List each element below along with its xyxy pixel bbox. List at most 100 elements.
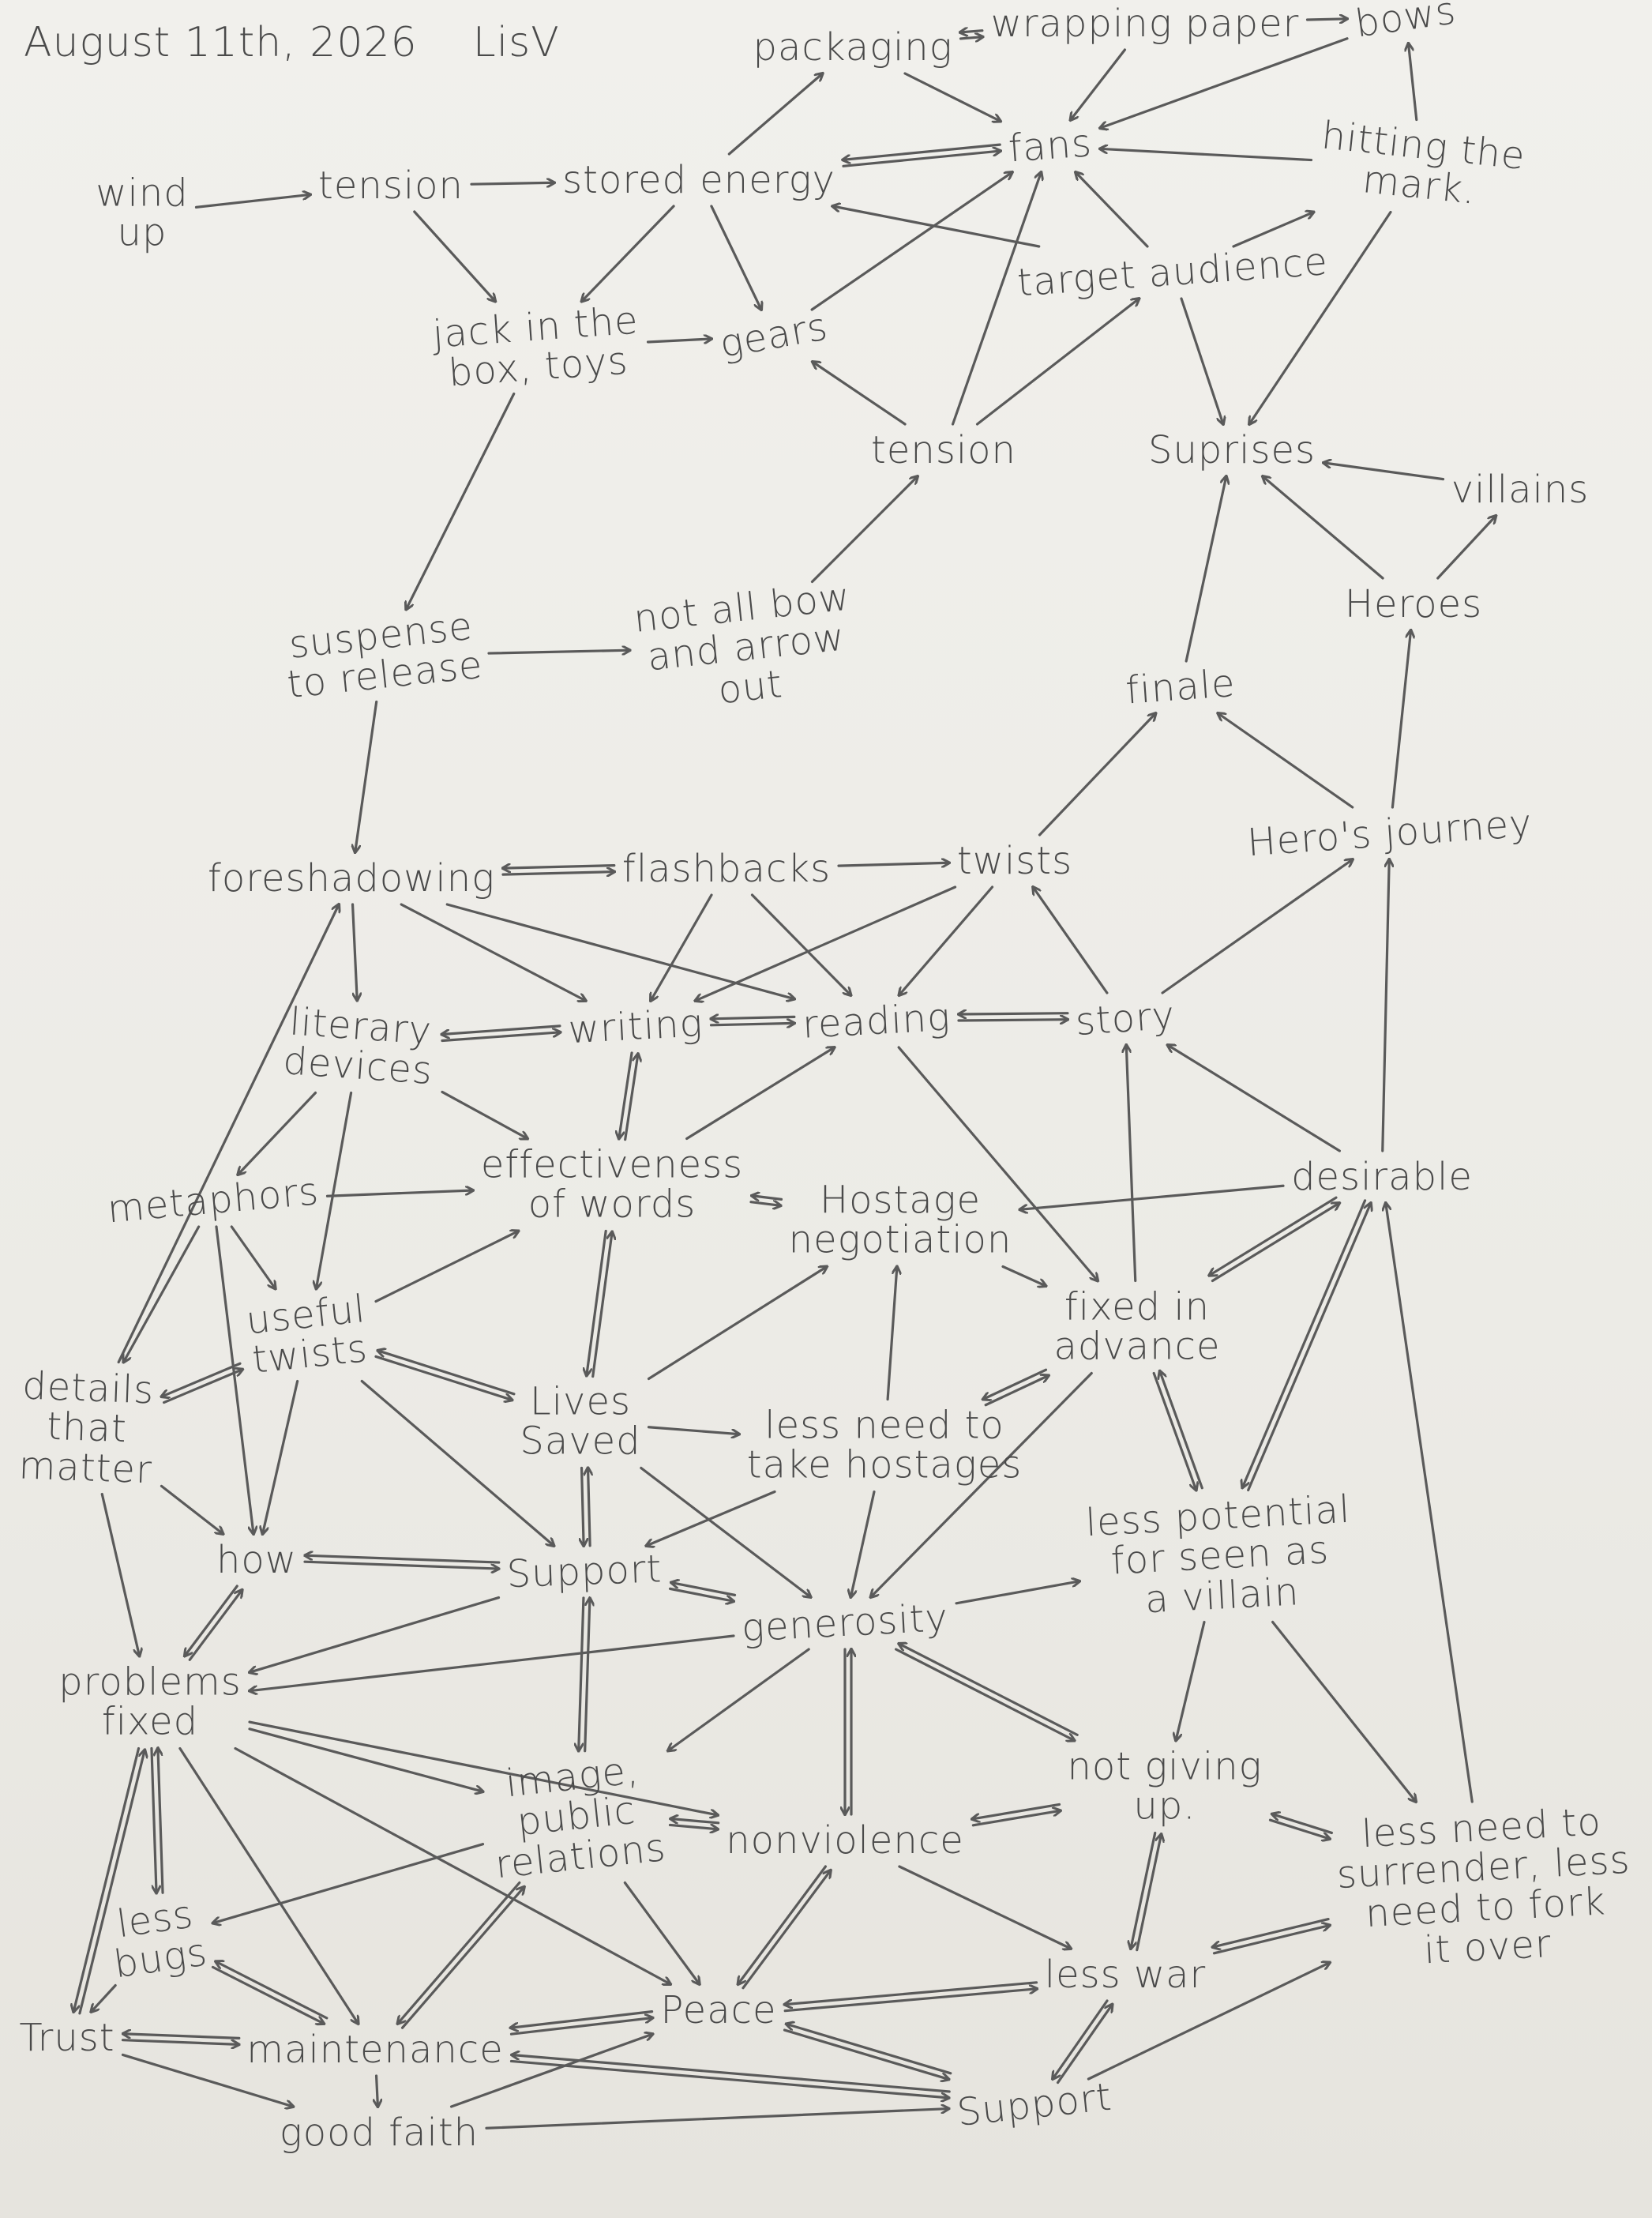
arrow-heros-journey-to-finale <box>1218 713 1354 809</box>
arrow-not-giving-up-to-less-surrender <box>1268 1818 1331 1839</box>
arrow-not-giving-up-to-generosity <box>899 1644 1079 1736</box>
arrow-effectiveness-to-lives-saved <box>587 1229 607 1376</box>
arrow-less-hostages-to-generosity <box>850 1490 876 1598</box>
arrow-support-bottom-to-peace <box>787 2024 952 2075</box>
arrow-good-faith-to-support-bottom <box>485 2109 949 2130</box>
arrow-useful-twists-to-details <box>162 1362 242 1397</box>
node-suprises: Suprises <box>1148 430 1316 470</box>
arrow-nonviolence-to-less-war <box>898 1865 1071 1949</box>
node-text-line: less war <box>1044 1952 1207 1997</box>
arrow-literary-devices-to-writing <box>441 1032 561 1043</box>
arrow-less-bugs-to-trust <box>91 1983 117 2013</box>
arrow-desirable-to-less-potential <box>1242 1199 1367 1488</box>
arrow-effectiveness-to-hostage-negotiation <box>749 1202 781 1206</box>
node-text-line: villains <box>1451 467 1590 512</box>
arrow-heroes-to-suprises <box>1263 476 1384 580</box>
node-text-line: maintenance <box>246 2027 504 2072</box>
arrow-less-surrender-to-less-war <box>1213 1918 1330 1947</box>
arrow-fixed-in-advance-to-less-hostages <box>983 1368 1048 1399</box>
arrow-details-to-how <box>160 1484 223 1534</box>
node-villains: villains <box>1451 467 1590 512</box>
arrow-lives-saved-to-useful-twists <box>377 1351 516 1396</box>
arrow-desirable-to-fixed-in-advance <box>1209 1196 1338 1276</box>
arrow-fixed-in-advance-to-desirable <box>1211 1203 1339 1283</box>
node-text-line: up <box>117 211 167 255</box>
arrow-packaging-to-wrapping-paper <box>959 37 983 39</box>
node-text-line: fans <box>1007 121 1094 171</box>
node-text-line: fixed <box>101 1700 199 1744</box>
arrow-hostage-negotiation-to-effectiveness <box>752 1196 783 1200</box>
node-text-line: Saved <box>520 1419 641 1464</box>
arrow-bow-arrow-to-tension-mid <box>810 476 918 584</box>
arrow-lives-saved-to-support-mid <box>582 1466 584 1547</box>
arrow-details-to-useful-twists <box>163 1370 243 1404</box>
node-how: how <box>216 1537 298 1582</box>
arrow-metaphors-to-effectiveness <box>325 1190 474 1197</box>
header-author: LisV <box>472 19 560 66</box>
node-text-line: Heroes <box>1344 581 1483 626</box>
arrow-peace-to-nonviolence <box>742 1870 831 1990</box>
arrow-good-faith-to-peace <box>449 2034 653 2108</box>
arrow-not-giving-up-to-nonviolence <box>972 1803 1061 1819</box>
arrow-less-war-to-not-giving-up <box>1136 1834 1162 1952</box>
node-reading: reading <box>802 995 952 1047</box>
node-maintenance: maintenance <box>246 2027 504 2072</box>
arrow-story-to-heros-journey <box>1161 859 1353 994</box>
node-text-line: generosity <box>740 1595 950 1651</box>
node-flashbacks: flashbacks <box>622 848 831 889</box>
arrow-jack-in-the-box-to-suspense <box>406 392 516 610</box>
arrow-fixed-in-advance-to-generosity <box>871 1371 1093 1598</box>
arrow-details-to-problems-fixed <box>100 1492 139 1656</box>
node-text-line: story <box>1074 993 1177 1045</box>
arrow-heros-journey-to-heroes <box>1391 630 1410 809</box>
node-generosity: generosity <box>740 1595 950 1651</box>
node-text-line: wrapping paper <box>990 1 1300 46</box>
node-tension-mid: tension <box>871 430 1016 470</box>
arrow-metaphors-to-useful-twists <box>230 1225 275 1289</box>
arrow-target-audience-to-suprises <box>1180 297 1223 424</box>
arrow-problems-fixed-to-how <box>188 1590 242 1661</box>
arrow-tension-top-to-stored-energy <box>470 182 554 184</box>
arrow-maintenance-to-image-pr <box>400 1887 524 2029</box>
node-stored-energy: stored energy <box>562 160 835 200</box>
arrow-lives-saved-to-generosity <box>640 1466 811 1598</box>
arrow-desirable-to-hostage-negotiation <box>1020 1184 1285 1209</box>
node-support-mid: Support <box>506 1547 663 1596</box>
arrow-literary-devices-to-useful-twists <box>316 1091 353 1289</box>
node-text-line: finale <box>1124 661 1237 713</box>
arrow-less-potential-to-desirable <box>1247 1203 1371 1492</box>
node-text-line: less need to <box>764 1403 1004 1448</box>
arrow-foreshadowing-to-flashbacks <box>501 872 614 875</box>
arrow-maintenance-to-peace <box>509 2018 653 2036</box>
arrow-nonviolence-to-not-giving-up <box>971 1810 1061 1827</box>
arrow-trust-to-maintenance <box>121 2039 239 2045</box>
node-text-line: details <box>21 1363 156 1413</box>
arrow-problems-fixed-to-nonviolence <box>248 1720 718 1815</box>
arrow-writing-to-reading <box>709 1023 795 1024</box>
node-text-line: writing <box>567 1001 704 1053</box>
arrow-story-to-reading <box>959 1013 1069 1014</box>
node-text-line: advance <box>1053 1325 1221 1369</box>
arrow-metaphors-to-details <box>123 1225 201 1363</box>
arrow-less-potential-to-less-surrender <box>1271 1620 1416 1803</box>
arrow-less-hostages-to-hostage-negotiation <box>886 1267 897 1401</box>
arrow-stored-energy-to-fans <box>842 151 1001 167</box>
arrow-support-mid-to-image-pr <box>579 1596 585 1751</box>
arrow-generosity-to-not-giving-up <box>894 1648 1075 1741</box>
arrow-support-bottom-to-maintenance <box>512 2054 951 2093</box>
arrow-less-war-to-support-bottom <box>1053 1999 1109 2079</box>
arrow-generosity-to-image-pr <box>668 1648 810 1751</box>
arrow-less-bugs-to-maintenance <box>211 1965 325 2024</box>
arrow-less-bugs-to-problems-fixed <box>158 1748 164 1894</box>
arrow-how-to-support-mid <box>303 1560 499 1569</box>
node-text-line: take hostages <box>746 1443 1023 1487</box>
arrow-problems-fixed-to-trust <box>73 1746 141 2013</box>
arrow-support-mid-to-problems-fixed <box>250 1596 501 1673</box>
arrow-fixed-in-advance-to-story <box>1126 1045 1137 1283</box>
node-text-line: how <box>216 1537 298 1582</box>
